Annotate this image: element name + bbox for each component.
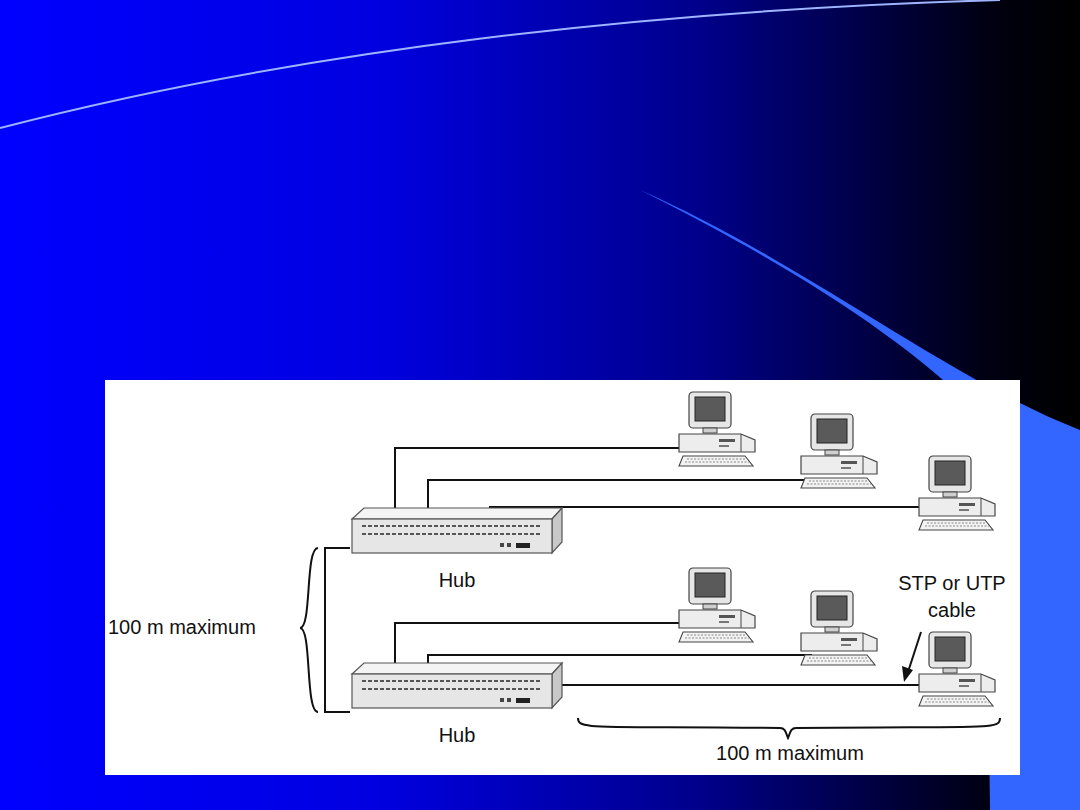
computer	[801, 591, 877, 665]
hub-label: Hub	[350, 569, 564, 591]
figure-panel	[105, 380, 1020, 775]
hub-node: Hub	[350, 660, 564, 746]
distance-brace	[300, 548, 318, 712]
hub-node: Hub	[350, 505, 564, 591]
computer	[679, 568, 755, 642]
leader-arrow	[908, 632, 921, 672]
computer	[919, 456, 995, 530]
distance-label: 100 m maximum	[690, 740, 890, 767]
hub-device	[350, 505, 564, 557]
hub-cable	[325, 548, 350, 712]
computer	[679, 392, 755, 466]
swoosh-line	[0, 0, 1000, 128]
distance-brace	[578, 718, 1000, 738]
computer	[919, 632, 995, 706]
arrowhead	[902, 666, 913, 682]
hub-device	[350, 660, 564, 712]
computer	[801, 414, 877, 488]
hub-label: Hub	[350, 724, 564, 746]
distance-label: 100 m maximum	[108, 614, 298, 641]
cable	[395, 623, 690, 667]
cable-label: STP or UTP cable	[884, 570, 1020, 624]
